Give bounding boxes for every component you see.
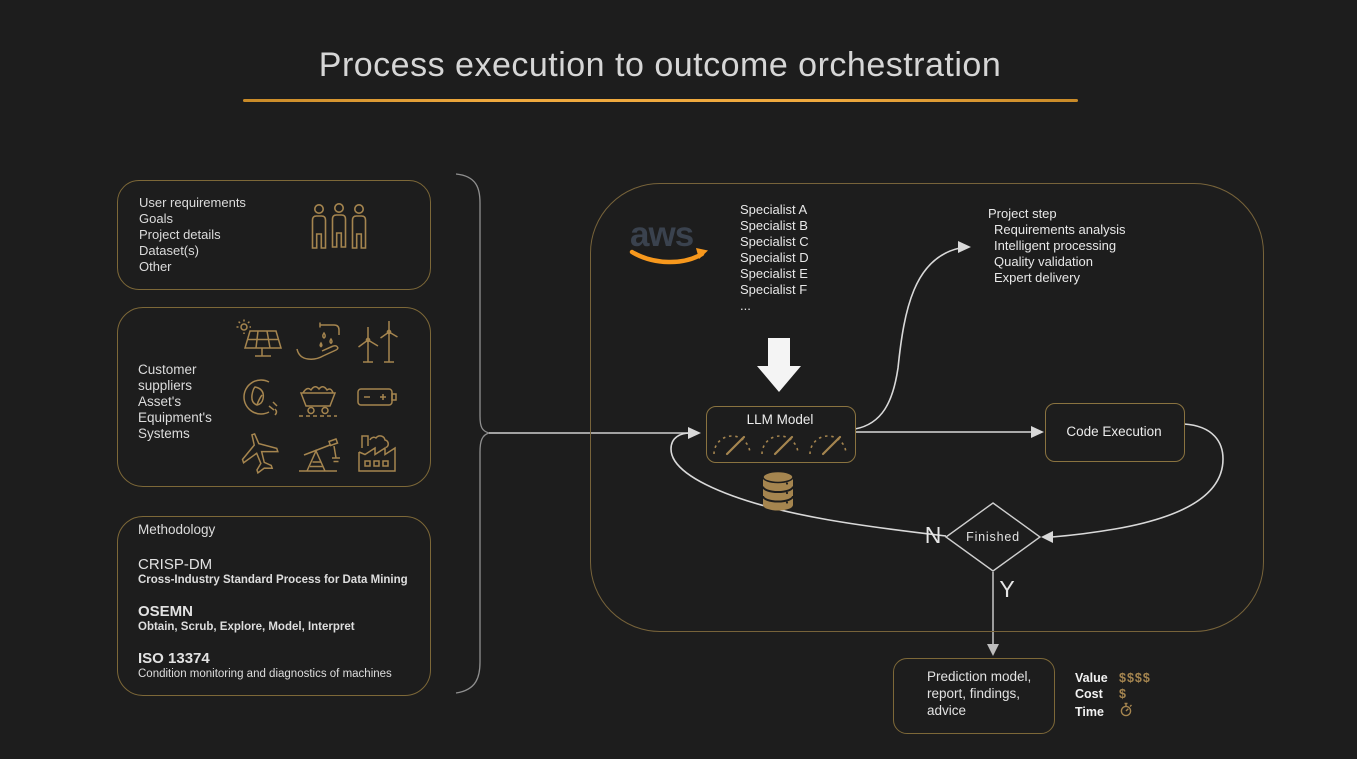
value-cost-time-legend: Value $$$$ Cost $ Time [1075,670,1151,721]
oil-pump-icon [294,428,342,476]
legend-row-cost: Cost $ [1075,686,1151,702]
llm-model-label: LLM Model [746,412,814,427]
people-group-icon [311,203,367,249]
code-execution-label: Code Execution [1066,424,1162,439]
methodology-name: OSEMN [138,603,194,620]
methodology-heading: Methodology [138,522,216,537]
wind-turbine-icon [353,318,401,366]
legend-value: $ [1119,687,1127,701]
orchestration-frame [590,183,1264,632]
eco-energy-icon [235,373,283,421]
arrowhead [1031,426,1044,438]
gauge-icon [809,435,847,456]
methodology-item: ISO 13374 Condition monitoring and diagn… [138,650,418,681]
arrowhead [987,644,999,656]
aws-logo: aws [629,215,708,265]
methodology-desc: Cross-Industry Standard Process for Data… [138,574,408,586]
llm-model-node [706,406,856,463]
arrow-finished-no-loop [670,432,947,537]
finished-decision-diamond [944,502,1042,572]
legend-label: Value [1075,671,1108,685]
methodology-name: CRISP-DM [138,556,213,573]
airplane-icon [235,428,283,476]
requirements-list: User requirements Goals Project details … [139,195,246,274]
decision-yes-label: Y [999,576,1015,602]
gauge-icon [761,435,799,456]
aws-smile-arrowhead [696,248,708,259]
project-step-heading: Project step [988,206,1057,221]
solar-panel-icon [235,318,283,366]
arrowhead [1041,531,1053,543]
legend-row-value: Value $$$$ [1075,670,1151,686]
aws-smile-arrow [629,249,705,265]
database-icon [762,470,794,511]
assets-list: Customer suppliers Asset's Equipment's S… [138,362,212,441]
battery-icon [353,373,401,421]
down-block-arrow-icon [757,338,801,392]
assets-box [117,307,431,487]
prediction-output-text: Prediction model, report, findings, advi… [927,669,1032,718]
methodology-desc: Condition monitoring and diagnostics of … [138,668,392,680]
arrow-llm-to-projectstep [854,247,961,430]
gauge-icon [713,435,751,456]
methodology-item: OSEMN Obtain, Scrub, Explore, Model, Int… [138,603,418,634]
stopwatch-icon [1119,702,1133,721]
water-saving-icon [294,318,342,366]
prediction-output-box [893,658,1055,734]
gauge-icons [710,428,850,456]
arrow-code-to-finished [1051,423,1224,538]
methodology-name: ISO 13374 [138,650,210,667]
legend-label: Cost [1075,687,1103,701]
grouping-brace [455,173,492,694]
methodology-item: CRISP-DM Cross-Industry Standard Process… [138,556,418,587]
methodology-box [117,516,431,696]
legend-value: $$$$ [1119,671,1151,685]
coal-cart-icon [294,373,342,421]
page-title: Process execution to outcome orchestrati… [318,46,1002,84]
code-execution-node [1045,403,1185,462]
decision-no-label: N [924,522,942,548]
project-step-list: Requirements analysis Intelligent proces… [994,222,1126,285]
finished-decision-label: Finished [966,530,1020,544]
methodology-desc: Obtain, Scrub, Explore, Model, Interpret [138,621,355,633]
legend-label: Time [1075,704,1104,719]
requirements-box [117,180,431,290]
assets-icon-grid [230,314,406,480]
title-underline [243,99,1078,102]
arrowhead [688,427,701,439]
specialist-list: Specialist A Specialist B Specialist C S… [740,202,809,313]
aws-logo-text: aws [630,215,694,254]
arrowhead [958,241,971,253]
legend-row-time: Time [1075,702,1151,721]
methodology-items: CRISP-DM Cross-Industry Standard Process… [138,546,418,681]
factory-icon [353,428,401,476]
